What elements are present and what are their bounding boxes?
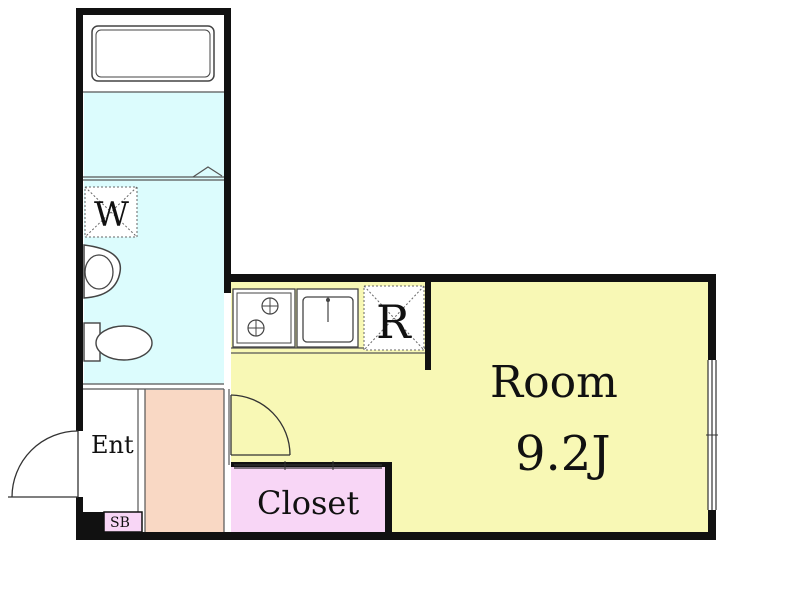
- fridge-space: [363, 285, 425, 351]
- shoe-box-label: SB: [110, 515, 130, 531]
- entrance-floor: [145, 390, 224, 533]
- entrance-label: Ent: [91, 431, 134, 459]
- walls: [76, 8, 716, 540]
- washer-label: W: [94, 195, 129, 235]
- closet-doors: [234, 461, 382, 470]
- closet-label: Closet: [257, 484, 359, 522]
- fridge-label: R: [376, 295, 412, 349]
- room-door: [230, 394, 291, 456]
- bathtub: [91, 25, 215, 82]
- toilet: [83, 322, 153, 362]
- wash-basin: [83, 244, 122, 299]
- entrance-door: [8, 430, 83, 498]
- room-size: 9.2J: [515, 426, 611, 482]
- closet-floor: [231, 467, 385, 533]
- kitchen-sink: [296, 288, 359, 348]
- washer-space: [84, 186, 138, 238]
- shoe-box: [103, 511, 143, 533]
- room-name: Room: [490, 357, 618, 408]
- window: [706, 360, 718, 510]
- stove: [232, 288, 296, 348]
